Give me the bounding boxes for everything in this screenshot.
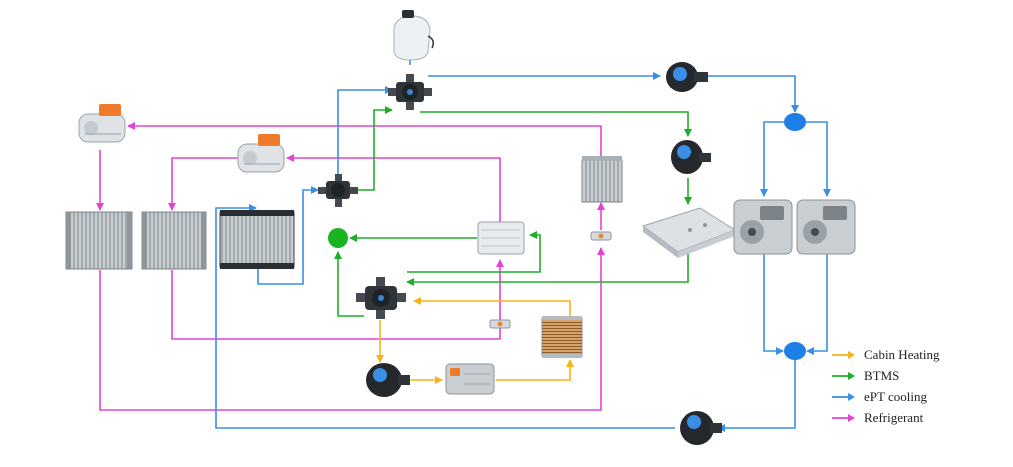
condenser-icon: [141, 211, 207, 270]
legend-item-btms: BTMS: [832, 366, 939, 386]
electric-compressor-icon: [237, 134, 285, 173]
electric-drive-unit-icon: [733, 199, 793, 255]
water-pump-icon: [671, 140, 711, 174]
water-pump-icon: [366, 363, 410, 397]
arrow-icon: [832, 372, 855, 380]
ept-cooling-lines: [215, 47, 831, 432]
legend: Cabin Heating BTMS ePT cooling Refrigera…: [832, 345, 939, 429]
legend-label: BTMS: [864, 368, 900, 383]
electric-drive-unit-icon: [796, 199, 856, 255]
water-pump-icon: [666, 62, 708, 92]
arrow-icon: [832, 393, 855, 401]
legend-item-cabin-heating: Cabin Heating: [832, 345, 939, 365]
legend-item-ept-cooling: ePT cooling: [832, 387, 939, 407]
arrow-icon: [832, 351, 855, 359]
coolant-reservoir-icon: [393, 10, 435, 61]
electric-compressor-icon: [78, 104, 126, 143]
legend-label: Cabin Heating: [864, 347, 940, 362]
expansion-valve-icon: [590, 231, 612, 241]
heater-core-icon: [541, 316, 583, 358]
coolant-junction-top: [784, 113, 806, 131]
expansion-valve-icon: [489, 319, 511, 329]
legend-item-refrigerant: Refrigerant: [832, 408, 939, 428]
coolant-junction-bottom: [784, 342, 806, 360]
radiator-icon: [219, 210, 295, 269]
evaporator-icon: [581, 156, 623, 203]
multiway-valve-icon: [318, 174, 358, 207]
multiway-valve-icon: [356, 277, 406, 319]
battery-pack-icon: [641, 207, 737, 258]
btms-junction: [328, 228, 348, 248]
chiller-icon: [477, 221, 525, 255]
btms-lines: [334, 106, 692, 317]
multiway-valve-icon: [388, 74, 432, 110]
condenser-icon: [65, 211, 133, 270]
water-pump-icon: [680, 411, 722, 445]
refrigerant-lines: [96, 122, 605, 411]
legend-label: ePT cooling: [864, 389, 927, 404]
arrow-icon: [832, 414, 855, 422]
ptc-heater-icon: [445, 363, 495, 395]
cabin-heating-lines: [376, 297, 574, 384]
legend-label: Refrigerant: [864, 410, 924, 425]
